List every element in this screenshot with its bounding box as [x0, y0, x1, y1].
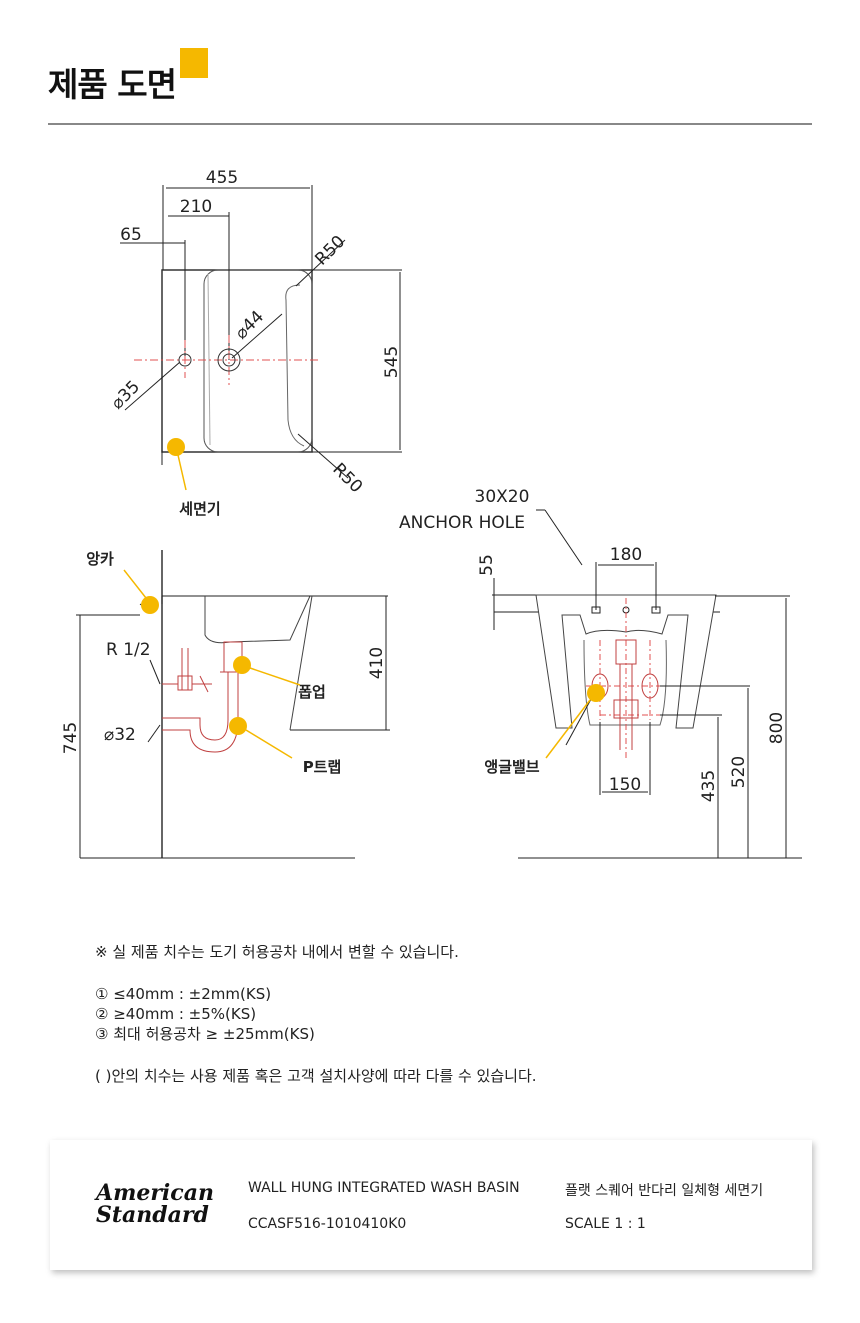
dim-hole-spacing: 180: [610, 545, 642, 565]
label-anchor-hole: ANCHOR HOLE: [399, 513, 525, 533]
dim-offset-b: 65: [120, 225, 142, 245]
bowl-outline-top: [203, 269, 313, 453]
note-item-1: ① ≤40mm : ±2mm(KS): [95, 985, 272, 1003]
dim-pipe-dia: ⌀32: [104, 725, 136, 745]
product-code: CCASF516-1010410K0: [248, 1216, 407, 1232]
marker-basin: [167, 438, 185, 456]
dim-offset-a: 210: [180, 197, 212, 217]
note-tolerance: ※ 실 제품 치수는 도기 허용공차 내에서 변할 수 있습니다.: [95, 943, 459, 961]
notes: ※ 실 제품 치수는 도기 허용공차 내에서 변할 수 있습니다. ① ≤40m…: [95, 942, 537, 1086]
dim-top-offset: 55: [477, 554, 497, 576]
label-ptrap: P트랩: [303, 758, 342, 776]
dim-valve-spacing: 150: [609, 775, 641, 795]
faucet-hole: [178, 353, 192, 367]
marker-anchor: [141, 596, 159, 614]
product-name-ko: 플랫 스퀘어 반다리 일체형 세면기: [565, 1183, 764, 1199]
dim-radius-top: R50: [311, 232, 349, 270]
pipes-side: [162, 641, 243, 753]
label-anchor-hole-size: 30X20: [475, 487, 530, 507]
technical-drawing: 455 210 65 R50 R50 ⌀44 ⌀35 545 세면기 앙카 R …: [61, 168, 802, 859]
drain-hole-outer: [217, 348, 241, 372]
dim-hole-small: ⌀35: [107, 377, 144, 414]
dim-total-height: 745: [61, 722, 81, 754]
marker-ptrap: [229, 717, 247, 735]
dim-depth: 545: [382, 346, 402, 378]
dim-h2: 520: [729, 756, 749, 788]
label-basin: 세면기: [179, 500, 220, 518]
label-popup: 폽업: [298, 683, 326, 701]
bowl-curve: [285, 284, 305, 447]
dim-width: 455: [206, 168, 238, 188]
brand-logo: American Standard: [96, 1180, 214, 1228]
marker-valve: [587, 684, 605, 702]
side-view: [76, 550, 390, 859]
dim-radius-bottom: R50: [328, 459, 366, 497]
callout-markers: [141, 438, 605, 735]
basin-bowl-side: [204, 595, 311, 644]
centerlines-front: [586, 598, 668, 760]
marker-popup: [233, 656, 251, 674]
note-item-2: ② ≥40mm : ±5%(KS): [95, 1005, 257, 1023]
title-divider: [48, 123, 812, 125]
dim-h1: 435: [699, 770, 719, 802]
product-name-en: WALL HUNG INTEGRATED WASH BASIN: [248, 1180, 520, 1196]
centerlines-top: [134, 335, 318, 385]
note-item-3: ③ 최대 허용공차 ≥ ±25mm(KS): [95, 1025, 315, 1043]
dim-basin-height: 410: [367, 647, 387, 679]
page-title: 제품 도면: [48, 65, 177, 104]
title-card: American Standard WALL HUNG INTEGRATED W…: [50, 1140, 812, 1270]
dim-h3: 800: [767, 712, 787, 744]
note-custom: ( )안의 치수는 사용 제품 혹은 고객 설치사양에 따라 다를 수 있습니다…: [95, 1067, 537, 1085]
title-accent-square: [180, 48, 208, 78]
pipes-front: [591, 639, 659, 750]
drain-hole-inner: [222, 353, 236, 367]
top-view: [120, 185, 402, 479]
label-anchor: 앙카: [86, 550, 114, 568]
scale: SCALE 1 : 1: [565, 1216, 646, 1232]
dim-thread: R 1/2: [106, 640, 151, 660]
label-valve: 앵글밸브: [484, 758, 539, 776]
front-view: [492, 509, 802, 859]
